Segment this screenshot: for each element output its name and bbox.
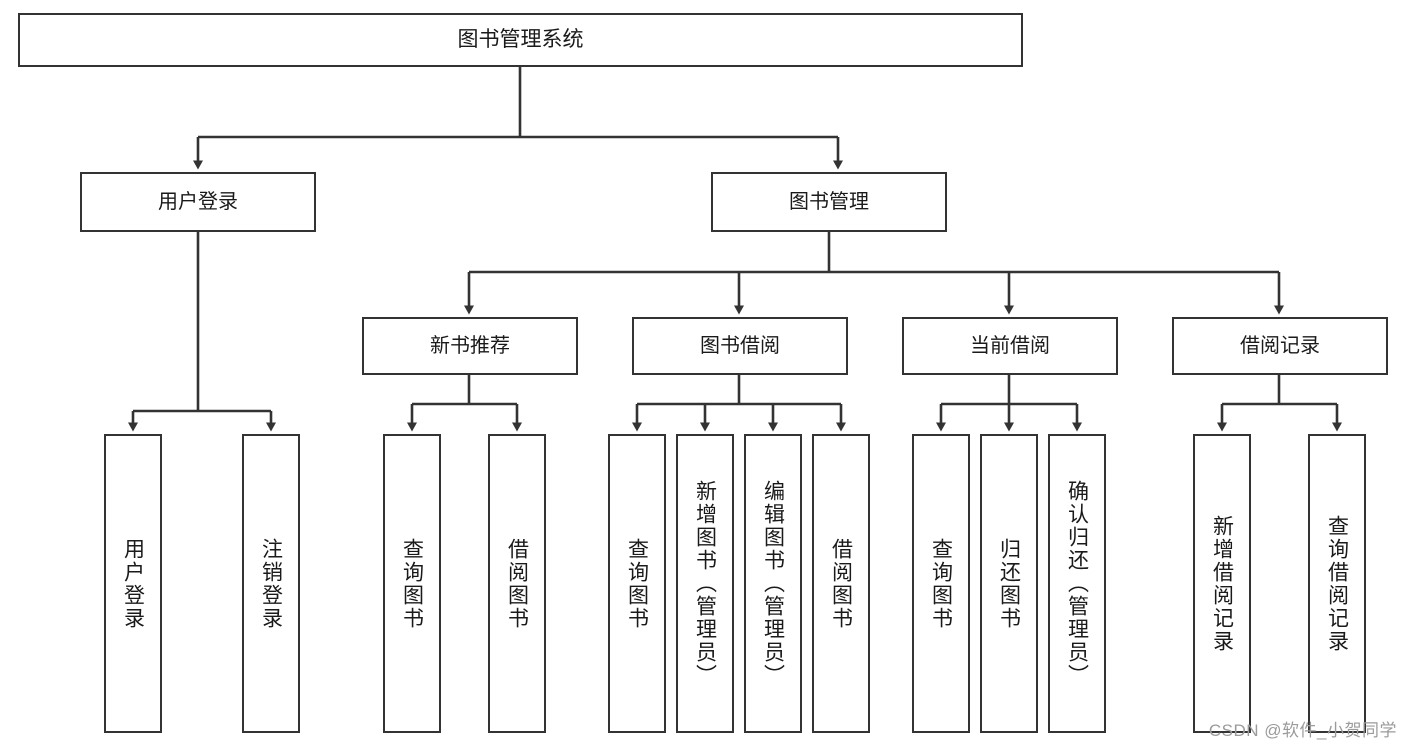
leaf-borrow-query-books[interactable]: 查询图书 bbox=[608, 434, 666, 733]
node-label: 查询图书 bbox=[625, 537, 649, 630]
node-book-management[interactable]: 图书管理 bbox=[711, 172, 947, 232]
leaf-records-add-record[interactable]: 新增借阅记录 bbox=[1193, 434, 1251, 733]
node-current-borrowing[interactable]: 当前借阅 bbox=[902, 317, 1118, 375]
leaf-current-query-books[interactable]: 查询图书 bbox=[912, 434, 970, 733]
node-label: 查询借阅记录 bbox=[1325, 514, 1349, 653]
node-label: 新增图书（管理员） bbox=[693, 480, 717, 687]
node-label: 用户登录 bbox=[121, 537, 145, 630]
node-label: 借阅记录 bbox=[1240, 334, 1320, 357]
node-label: 编辑图书（管理员） bbox=[761, 480, 785, 687]
leaf-records-query-record[interactable]: 查询借阅记录 bbox=[1308, 434, 1366, 733]
leaf-new-book-query-books[interactable]: 查询图书 bbox=[383, 434, 441, 733]
node-label: 图书借阅 bbox=[700, 334, 780, 357]
node-root-book-management-system[interactable]: 图书管理系统 bbox=[18, 13, 1023, 67]
leaf-current-return-books[interactable]: 归还图书 bbox=[980, 434, 1038, 733]
leaf-borrow-edit-book-admin[interactable]: 编辑图书（管理员） bbox=[744, 434, 802, 733]
leaf-borrow-borrow-books[interactable]: 借阅图书 bbox=[812, 434, 870, 733]
node-borrowing-records[interactable]: 借阅记录 bbox=[1172, 317, 1388, 375]
node-label: 注销登录 bbox=[259, 537, 283, 630]
node-label: 归还图书 bbox=[997, 537, 1021, 630]
node-label: 用户登录 bbox=[158, 190, 238, 213]
node-label: 确认归还（管理员） bbox=[1065, 480, 1089, 687]
node-new-book-recommendation[interactable]: 新书推荐 bbox=[362, 317, 578, 375]
leaf-current-confirm-return-admin[interactable]: 确认归还（管理员） bbox=[1048, 434, 1106, 733]
node-user-login[interactable]: 用户登录 bbox=[80, 172, 316, 232]
node-label: 新书推荐 bbox=[430, 334, 510, 357]
leaf-borrow-add-book-admin[interactable]: 新增图书（管理员） bbox=[676, 434, 734, 733]
node-label: 借阅图书 bbox=[505, 537, 529, 630]
node-label: 借阅图书 bbox=[829, 537, 853, 630]
node-label: 查询图书 bbox=[400, 537, 424, 630]
leaf-user-login-signin[interactable]: 用户登录 bbox=[104, 434, 162, 733]
leaf-new-book-borrow-books[interactable]: 借阅图书 bbox=[488, 434, 546, 733]
node-label: 新增借阅记录 bbox=[1210, 514, 1234, 653]
node-label: 图书管理 bbox=[789, 190, 869, 213]
node-book-borrowing[interactable]: 图书借阅 bbox=[632, 317, 848, 375]
node-label: 当前借阅 bbox=[970, 334, 1050, 357]
node-label: 图书管理系统 bbox=[457, 27, 584, 51]
leaf-user-login-signout[interactable]: 注销登录 bbox=[242, 434, 300, 733]
node-label: 查询图书 bbox=[929, 537, 953, 630]
csdn-watermark: CSDN @软件_小贺同学 bbox=[1208, 721, 1397, 740]
